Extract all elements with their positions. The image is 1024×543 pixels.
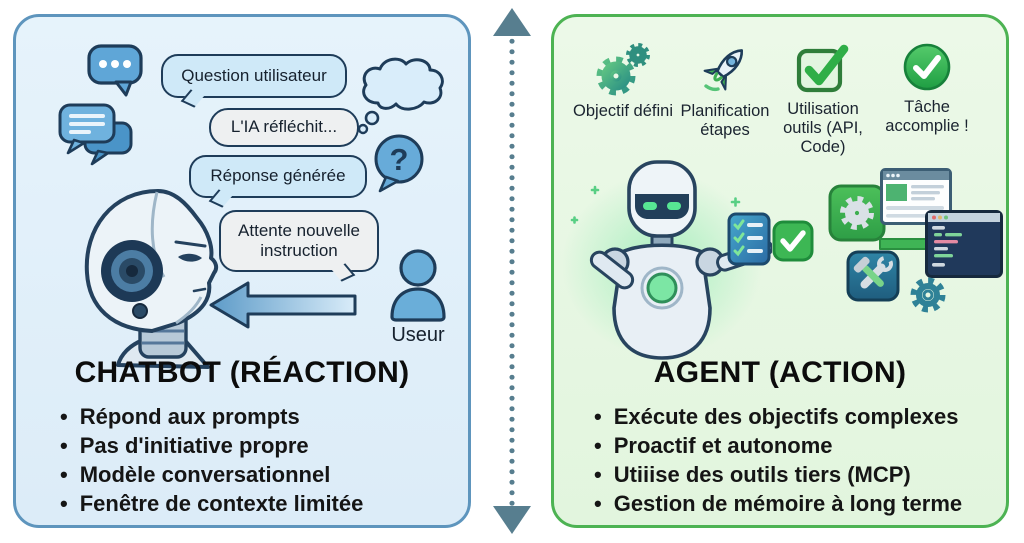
bullet-item: Pas d'initiative propre	[60, 431, 460, 460]
step-tache-label: Tâche accomplie !	[885, 98, 969, 135]
bullet-item: Proactif et autonome	[594, 431, 1004, 460]
rocket-icon	[703, 49, 744, 92]
bullet-item: Exécute des objectifs complexes	[594, 402, 1004, 431]
checklist-icon	[727, 212, 771, 266]
tools-square-icon	[846, 250, 900, 302]
step-utilisation-label: Utilisation outils (API, Code)	[783, 100, 863, 156]
speech-bubble-question-text: Question utilisateur	[181, 65, 327, 85]
step-planification: Planification étapes	[666, 42, 784, 140]
step-objectif: Objectif défini	[571, 42, 675, 121]
agent-bullets: Exécute des objectifs complexes Proactif…	[594, 402, 1004, 518]
bullet-item: Répond aux prompts	[60, 402, 460, 431]
chatbot-bullets: Répond aux prompts Pas d'initiative prop…	[60, 402, 460, 518]
step-objectif-label: Objectif défini	[573, 102, 673, 120]
arrow-left-icon	[209, 281, 357, 329]
checkbox-icon	[796, 44, 849, 93]
chatbot-robot-head	[84, 189, 219, 369]
speech-bubble-thinking-text: L'IA réfléchit...	[230, 117, 338, 137]
question-bubble-icon: ?	[374, 134, 424, 193]
user-label: Useur	[391, 324, 445, 346]
user-icon	[390, 249, 446, 322]
code-window-icon	[925, 210, 1003, 278]
chatbot-title: CHATBOT (RÉACTION)	[74, 356, 410, 389]
chat-dots-icon	[87, 44, 143, 97]
bullet-item: Gestion de mémoire à long terme	[594, 489, 1004, 518]
step-tache: Tâche accomplie !	[877, 42, 977, 136]
agent-title: AGENT (ACTION)	[653, 356, 907, 389]
check-circle-icon	[903, 43, 951, 91]
speech-bubble-waiting: Attente nouvelle instruction	[219, 210, 379, 272]
bullet-item: Fenêtre de contexte limitée	[60, 489, 460, 518]
check-square-icon	[772, 220, 814, 262]
divider-arrow-up	[493, 8, 531, 36]
speech-bubble-thinking: L'IA réfléchit...	[209, 108, 359, 147]
step-utilisation: Utilisation outils (API, Code)	[775, 42, 871, 157]
thought-cloud-icon	[357, 57, 444, 135]
question-glyph: ?	[390, 142, 409, 177]
speech-bubble-question: Question utilisateur	[161, 54, 347, 98]
speech-bubble-response-text: Réponse générée	[210, 166, 346, 186]
gear-outline-icon	[910, 277, 946, 313]
gears-icon	[596, 43, 650, 96]
speech-bubble-waiting-text: Attente nouvelle instruction	[238, 220, 360, 260]
speech-bubble-response: Réponse générée	[189, 155, 367, 198]
gear-square-icon	[828, 184, 886, 242]
bullet-item: Utiiise des outils tiers (MCP)	[594, 460, 1004, 489]
chat-messages-icon	[58, 103, 133, 166]
bullet-item: Modèle conversationnel	[60, 460, 460, 489]
divider-arrow-down	[493, 506, 531, 534]
divider-dotted-line	[509, 36, 515, 506]
step-planification-label: Planification étapes	[680, 102, 770, 139]
